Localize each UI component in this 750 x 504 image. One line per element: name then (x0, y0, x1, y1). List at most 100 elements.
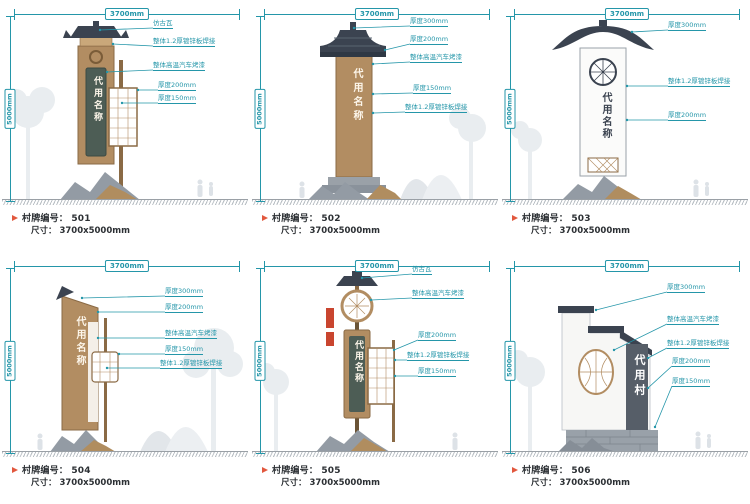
dimension-tick (489, 261, 490, 272)
height-dimension-label: 5000mm (4, 341, 16, 381)
callout-label: 厚度200mm (672, 357, 711, 367)
arrow-icon (262, 214, 268, 221)
width-dimension-label: 3700mm (104, 8, 150, 20)
callout-label: 仿古瓦 (153, 19, 173, 29)
dimension-tick (256, 453, 265, 454)
sign-plate-text: 代用名称 (353, 340, 363, 384)
height-dimension-label: 5000mm (504, 341, 516, 381)
dimension-tick (14, 9, 15, 20)
callout-label: 厚度200mm (158, 81, 197, 91)
callout-label: 厚度150mm (672, 377, 711, 387)
callout-label: 整体高温汽车烤漆 (165, 329, 217, 339)
width-dimension: 3700mm (14, 260, 240, 272)
callout-label: 厚度300mm (165, 287, 204, 297)
panel-caption: 村牌编号： 505 (262, 463, 341, 476)
height-dimension: 5000mm (4, 16, 16, 202)
dimension-tick (256, 201, 265, 202)
panel-503: 代用名称 3700mm 5000mm 厚度300mm 整体1.2厚镀锌板焊接 厚… (500, 0, 750, 252)
sign-plate-text: 代用村 (633, 354, 646, 399)
dimension-tick (514, 261, 515, 272)
callout-label: 整体1.2厚镀锌板焊接 (153, 37, 216, 47)
width-dimension: 3700mm (14, 8, 240, 20)
panel-506: 代用村 3700mm 5000mm 厚度300mm 整体高温汽车烤漆 整体1.2… (500, 252, 750, 504)
panel-code: 村牌编号： 506 (522, 466, 591, 476)
callout-label: 厚度300mm (668, 21, 707, 31)
dimension-tick (514, 9, 515, 20)
width-dimension: 3700mm (264, 8, 490, 20)
sign-plate-text: 代用名称 (351, 68, 362, 124)
panel-size: 尺寸： 3700x5000mm (281, 226, 380, 236)
height-dimension: 5000mm (254, 16, 266, 202)
callout-label: 厚度200mm (165, 303, 204, 313)
height-dimension: 5000mm (4, 268, 16, 454)
callout-label: 整体1.2厚镀锌板焊接 (160, 359, 223, 369)
callout-label: 厚度150mm (418, 367, 457, 377)
width-dimension-label: 3700mm (604, 8, 650, 20)
dimension-tick (264, 9, 265, 20)
arrow-icon (12, 214, 18, 221)
panel-code: 村牌编号： 501 (22, 214, 91, 224)
dimension-tick (739, 261, 740, 272)
arrow-icon (12, 466, 18, 473)
panel-size: 尺寸： 3700x5000mm (531, 478, 630, 488)
callout-label: 整体1.2厚镀锌板焊接 (668, 77, 731, 87)
panel-size: 尺寸： 3700x5000mm (31, 226, 130, 236)
dimension-tick (256, 268, 265, 269)
panel-code: 村牌编号： 502 (272, 214, 341, 224)
callout-label: 厚度200mm (410, 35, 449, 45)
callout-label: 整体1.2厚镀锌板焊接 (407, 351, 470, 361)
callout-label: 整体高温汽车烤漆 (412, 289, 464, 299)
panel-code: 村牌编号： 505 (272, 466, 341, 476)
width-dimension: 3700mm (514, 8, 740, 20)
callout-label: 厚度300mm (410, 17, 449, 27)
panel-caption: 村牌编号： 502 (262, 211, 341, 224)
dimension-tick (6, 268, 15, 269)
ground-hatch (252, 451, 498, 457)
panel-code: 村牌编号： 504 (22, 466, 91, 476)
callout-label: 仿古瓦 (412, 265, 432, 275)
dimension-tick (6, 453, 15, 454)
callout-label: 整体高温汽车烤漆 (153, 61, 205, 71)
height-dimension-label: 5000mm (254, 89, 266, 129)
callout-label: 厚度150mm (165, 345, 204, 355)
callout-label: 厚度300mm (667, 283, 706, 293)
panel-505: 代用名称 3700mm 5000mm 仿古瓦 整体高温汽车烤漆 厚度200mm … (250, 252, 500, 504)
ground-hatch (252, 199, 498, 205)
callout-label: 整体高温汽车烤漆 (667, 315, 719, 325)
callout-label: 整体1.2厚镀锌板焊接 (667, 339, 730, 349)
panel-size: 尺寸： 3700x5000mm (531, 226, 630, 236)
width-dimension-label: 3700mm (104, 260, 150, 272)
sign-plate-text: 代用名称 (600, 92, 611, 140)
height-dimension: 5000mm (504, 268, 516, 454)
arrow-icon (512, 466, 518, 473)
ground-hatch (2, 199, 248, 205)
panel-caption: 村牌编号： 506 (512, 463, 591, 476)
dimension-tick (489, 9, 490, 20)
panel-code: 村牌编号： 503 (522, 214, 591, 224)
panel-caption: 村牌编号： 503 (512, 211, 591, 224)
panel-504: 代用名称 3700mm 5000mm 厚度300mm 厚度200mm 整体高温汽… (0, 252, 250, 504)
ground-hatch (502, 199, 748, 205)
callout-label: 厚度200mm (418, 331, 457, 341)
height-dimension-label: 5000mm (254, 341, 266, 381)
dimension-tick (739, 9, 740, 20)
dimension-tick (264, 261, 265, 272)
sign-plate-text: 代用名称 (92, 76, 102, 124)
sign-plate-text: 代用名称 (74, 316, 85, 368)
callout-label: 厚度150mm (158, 94, 197, 104)
panel-size: 尺寸： 3700x5000mm (281, 478, 380, 488)
width-dimension-label: 3700mm (604, 260, 650, 272)
callout-label: 厚度150mm (413, 84, 452, 94)
callout-label: 厚度200mm (668, 111, 707, 121)
ground-hatch (502, 451, 748, 457)
panel-502: 代用名称 3700mm 5000mm 厚度300mm 厚度200mm 整体高温汽… (250, 0, 500, 252)
dimension-tick (239, 261, 240, 272)
arrow-icon (512, 214, 518, 221)
width-dimension: 3700mm (514, 260, 740, 272)
height-dimension: 5000mm (254, 268, 266, 454)
callout-label: 整体高温汽车烤漆 (410, 53, 462, 63)
ground-hatch (2, 451, 248, 457)
panel-501: 代用名称 3700mm 5000mm 仿古瓦 整体1.2厚镀锌板焊接 整体高温汽… (0, 0, 250, 252)
arrow-icon (262, 466, 268, 473)
